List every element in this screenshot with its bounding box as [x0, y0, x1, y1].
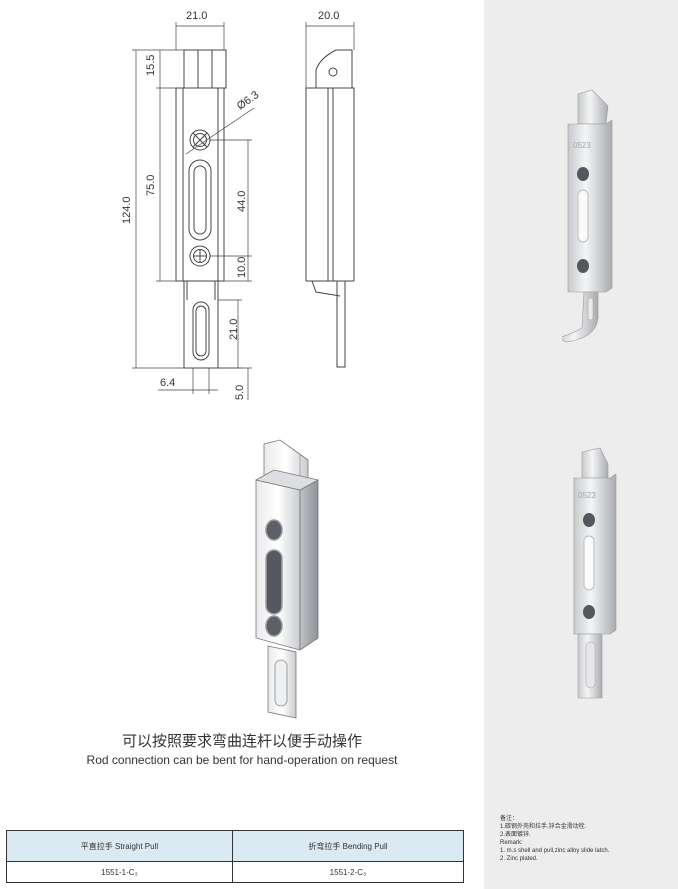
caption-english: Rod connection can be bent for hand-oper…	[86, 753, 398, 767]
main-panel: 21.0 20.0 15.5 Ø6.3 75.0 44.0 124.0 10.0…	[6, 10, 465, 883]
slot	[188, 159, 212, 241]
side-body	[305, 87, 355, 282]
side-hook	[315, 49, 353, 88]
notes: 备注： 1.碳钢外壳和拉手,锌合金滑动栓. 2.表面镀锌. Remark: 1.…	[500, 815, 670, 863]
slider-top	[183, 49, 227, 89]
photo-bending-pull: 0523	[562, 89, 613, 343]
part-stamp: 0523	[578, 491, 596, 500]
dim-tab-width: 6.4	[160, 377, 175, 389]
table-header-cell: 平直拉手 Straight Pull	[6, 830, 233, 862]
photo-straight-pull: 0523	[573, 447, 617, 699]
note-line: 1.碳钢外壳和拉手,锌合金滑动栓.	[500, 824, 587, 830]
dim-width-front: 21.0	[186, 10, 207, 22]
dim-tab-gap: 5.0	[234, 385, 246, 400]
part-stamp: 0523	[573, 141, 591, 150]
caption-chinese: 可以按照要求弯曲连杆以便手动操作	[121, 732, 362, 750]
dim-hole-diameter: Ø6.3	[235, 89, 261, 113]
dim-tab-height: 21.0	[228, 319, 240, 340]
side-panel: 0523 0523 备注： 1.碳钢外壳和拉手,锌合金滑动栓. 2.表面镀锌. …	[484, 0, 678, 889]
note-line: 备注：	[500, 816, 519, 822]
table-cell: 1551-1-C₃	[6, 861, 233, 883]
note-line: Remark:	[500, 840, 523, 846]
dim-height-top: 15.5	[145, 55, 157, 76]
dim-total-height: 124.0	[121, 196, 133, 224]
table-header-row: 平直拉手 Straight Pull 折弯拉手 Bending Pull	[6, 830, 465, 862]
table-cell: 1551-2-C₃	[231, 861, 465, 883]
table-row: 1551-1-C₃ 1551-2-C₃	[6, 861, 465, 883]
note-line: 1. m.s shell and pull,zinc alloy slide l…	[500, 848, 610, 854]
note-line: 2. Zinc plated.	[500, 856, 538, 862]
front-body	[175, 87, 225, 282]
dim-width-side: 20.0	[318, 10, 339, 22]
dim-body-height: 75.0	[145, 175, 157, 196]
dim-hole-offset: 10.0	[236, 257, 248, 278]
dim-hole-pitch: 44.0	[236, 191, 248, 212]
note-line: 2.表面镀锌.	[500, 832, 531, 838]
front-tab	[183, 281, 219, 369]
side-rod	[336, 280, 346, 368]
technical-drawing: 21.0 20.0 15.5 Ø6.3 75.0 44.0 124.0 10.0…	[121, 10, 355, 400]
table-header-cell: 折弯拉手 Bending Pull	[231, 830, 465, 862]
isometric-render	[254, 439, 320, 719]
spec-table: 平直拉手 Straight Pull 折弯拉手 Bending Pull 155…	[6, 830, 465, 883]
